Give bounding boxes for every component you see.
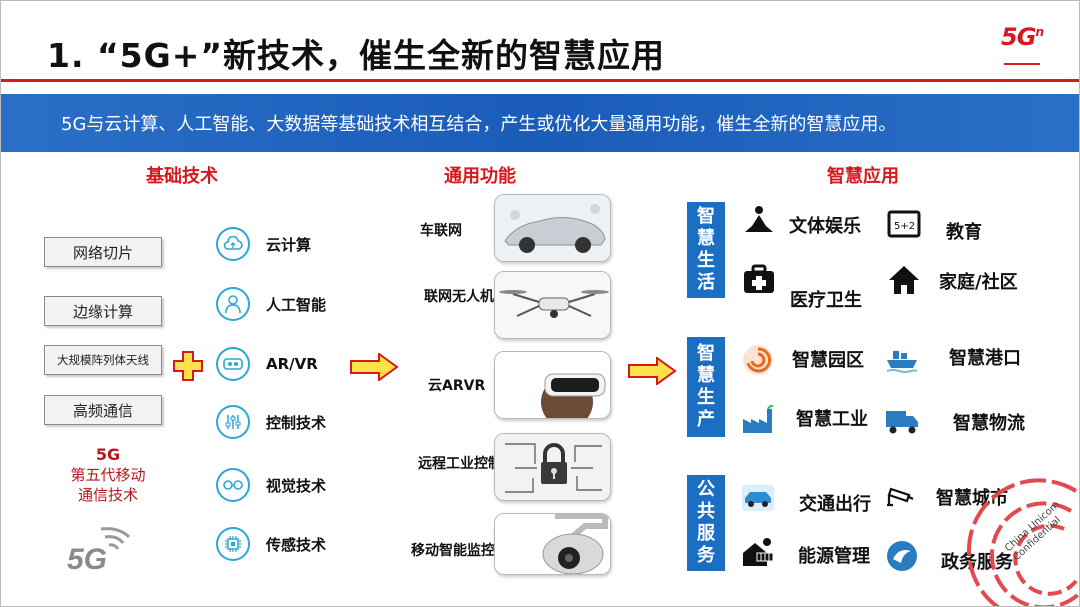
app-label-smart-industry: 智慧工业 [796, 409, 868, 430]
cloud-icon [216, 227, 250, 261]
function-label-iov: 车联网 [420, 223, 462, 239]
camera-image [494, 513, 611, 575]
group-bar-life: 智 慧 生 活 [687, 202, 725, 298]
solar-house-icon [743, 538, 774, 566]
factory-icon [743, 404, 774, 433]
banner: 5G与云计算、人工智能、大数据等基础技术相互结合，产生或优化大量通用功能，催生全… [1, 94, 1079, 152]
banner-text: 5G与云计算、人工智能、大数据等基础技术相互结合，产生或优化大量通用功能，催生全… [61, 114, 897, 135]
tech-item-vision: 视觉技术 [216, 468, 326, 502]
cctv-camera-icon [887, 487, 914, 507]
truck-icon [886, 411, 918, 434]
app-label-smart-city: 智慧城市 [936, 488, 1008, 509]
arrow-right-icon [350, 353, 399, 381]
home-icon [889, 266, 919, 294]
function-label-remote-control: 远程工业控制 [418, 456, 502, 472]
section-title-basic: 基础技术 [146, 166, 218, 187]
meditation-icon [745, 206, 773, 232]
svg-text:5+2: 5+2 [894, 221, 915, 232]
tech-item-arvr: AR/VR [216, 347, 318, 381]
tech-item-sensor: 传感技术 [216, 527, 326, 561]
app-label-healthcare: 医疗卫生 [790, 290, 862, 311]
glasses-icon [216, 468, 250, 502]
basic-box-network-slicing: 网络切片 [44, 237, 162, 267]
app-label-smart-port: 智慧港口 [949, 348, 1021, 369]
function-label-drone: 联网无人机 [424, 289, 494, 305]
function-label-monitoring: 移动智能监控 [411, 543, 495, 559]
5g-logo-icon: 5G [67, 527, 131, 575]
park-swirl-icon [743, 345, 773, 375]
app-label-smart-logistics: 智慧物流 [953, 413, 1025, 434]
basic-box-massive-mimo: 大规模阵列体天线 [44, 345, 162, 375]
app-label-smart-park: 智慧园区 [792, 350, 864, 371]
car-icon [742, 485, 774, 511]
app-label-energy-management: 能源管理 [798, 546, 870, 567]
app-label-culture-sports: 文体娱乐 [789, 216, 861, 237]
section-title-smart: 智慧应用 [827, 166, 899, 187]
page-title: 1. “5G+”新技术，催生全新的智慧应用 [47, 36, 666, 75]
vr-image [494, 351, 611, 419]
basic-box-high-frequency: 高频通信 [44, 395, 162, 425]
basic-box-edge-computing: 边缘计算 [44, 296, 162, 326]
group-bar-public: 公 共 服 务 [687, 475, 725, 571]
tech-item-ai: 人工智能 [216, 287, 326, 321]
5g-note: 5G 第五代移动 通信技术 [70, 445, 146, 504]
sliders-icon [216, 405, 250, 439]
medical-kit-icon [744, 264, 774, 293]
chip-icon [216, 527, 250, 561]
title-divider [1, 79, 1079, 82]
car-network-image [494, 194, 611, 262]
group-bar-production: 智 慧 生 产 [687, 337, 725, 437]
person-icon [216, 287, 250, 321]
tech-item-cloud: 云计算 [216, 227, 311, 261]
svg-text:5G: 5G [67, 543, 107, 575]
app-label-education: 教育 [946, 222, 982, 243]
app-label-home-community: 家庭/社区 [939, 272, 1018, 293]
blackboard-icon: 5+2 [887, 210, 921, 238]
function-label-cloud-arvr: 云ARVR [428, 378, 486, 394]
government-service-icon [887, 541, 917, 571]
lock-circuit-image [494, 433, 611, 501]
plus-icon [173, 351, 203, 381]
arrow-right-icon [628, 357, 677, 385]
vr-headset-icon [216, 347, 250, 381]
section-title-general: 通用功能 [444, 166, 516, 187]
tech-item-control: 控制技术 [216, 405, 326, 439]
ship-icon [886, 351, 918, 373]
drone-image [494, 271, 611, 339]
app-label-transportation: 交通出行 [799, 494, 871, 515]
decorative-swirl-icon [967, 478, 1079, 606]
unicom-5g-logo: 5Gn [1001, 23, 1044, 70]
